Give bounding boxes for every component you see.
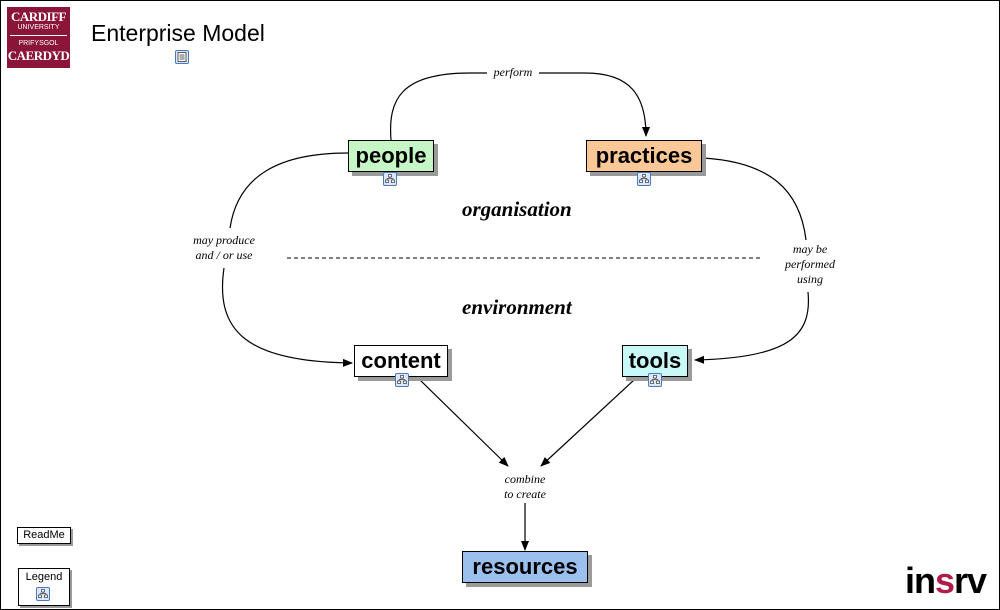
node-tools[interactable]: tools (622, 345, 688, 377)
node-resources[interactable]: resources (462, 551, 588, 583)
region-label-environment: environment (462, 295, 572, 319)
legend-label: Legend (25, 571, 63, 583)
edge-label-combine: combine to create (490, 472, 560, 502)
edge-label-may-be-performed: may be performed using (775, 242, 845, 287)
hierarchy-icon[interactable] (637, 172, 651, 186)
hierarchy-icon[interactable] (36, 587, 50, 601)
readme-button[interactable]: ReadMe (17, 527, 71, 544)
hierarchy-icon[interactable] (383, 172, 397, 186)
document-icon[interactable] (175, 50, 189, 64)
insrv-logo: insrv (905, 560, 987, 601)
node-practices[interactable]: practices (586, 140, 702, 172)
hierarchy-icon[interactable] (648, 373, 662, 387)
edge-content-combine (419, 379, 509, 467)
region-label-organisation: organisation (462, 197, 572, 221)
edge-perform (389, 72, 650, 141)
hierarchy-icon[interactable] (395, 373, 409, 387)
cardiff-university-logo: CARDIFF UNIVERSITY PRIFYSGOL CAERDYD (7, 7, 70, 68)
node-content[interactable]: content (354, 345, 448, 377)
edge-label-perform: perform (487, 65, 539, 80)
edge-may-be-performed (695, 157, 810, 360)
page-title: Enterprise Model (91, 20, 265, 46)
edge-tools-combine (540, 379, 635, 467)
edge-label-may-produce: may produce and / or use (181, 233, 267, 263)
node-people[interactable]: people (348, 140, 434, 172)
edge-may-produce (221, 152, 352, 363)
